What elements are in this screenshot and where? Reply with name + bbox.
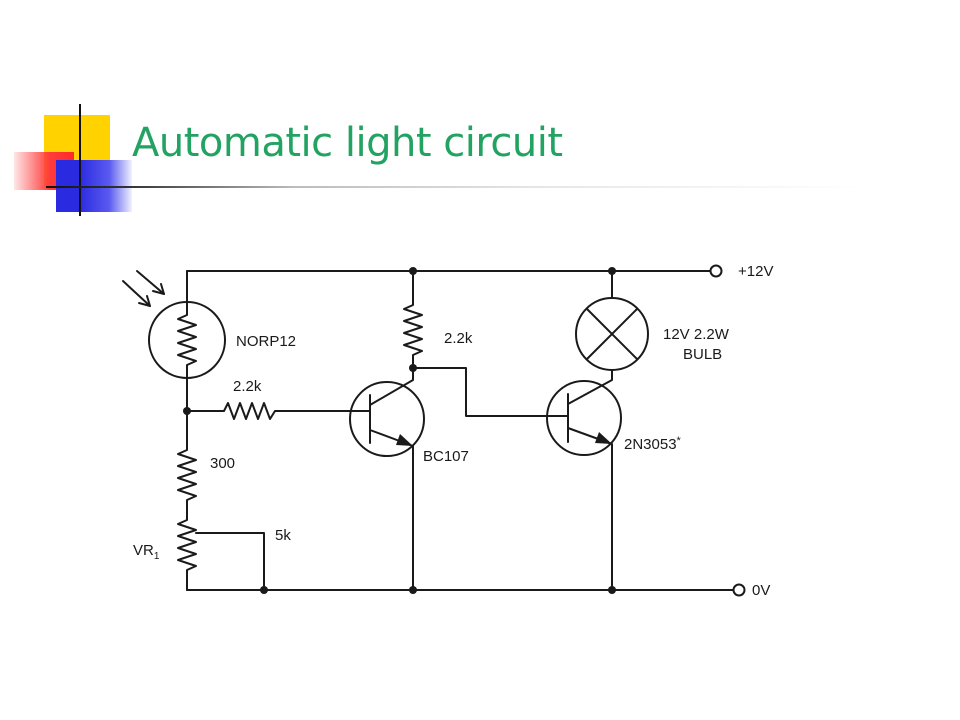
- junction-dot: [409, 267, 417, 275]
- label-potentiometer: VR1: [133, 542, 160, 562]
- potentiometer-wiper: [195, 532, 265, 591]
- bulb-body: [575, 297, 649, 371]
- base-resistor: [186, 402, 353, 420]
- label-ldr: NORP12: [236, 333, 296, 350]
- vr-prefix: VR: [133, 542, 154, 559]
- light-arrow-1: [122, 280, 151, 307]
- label-base-resistor: 2.2k: [233, 378, 262, 395]
- label-bulb: BULB: [683, 346, 722, 363]
- junction-dot: [183, 407, 191, 415]
- junction-dot: [608, 267, 616, 275]
- label-supply-positive: +12V: [738, 263, 773, 280]
- collector-resistor: [403, 270, 423, 369]
- junction-dot: [608, 586, 616, 594]
- resistor-300: [177, 444, 197, 516]
- terminal-positive: [709, 264, 723, 278]
- potentiometer-vr1: [177, 514, 197, 581]
- label-supply-ground: 0V: [752, 582, 770, 599]
- bulb-filament: [586, 308, 638, 360]
- light-arrow-2: [136, 270, 165, 295]
- ldr-resistor: [177, 301, 197, 379]
- label-potentiometer-value: 5k: [275, 527, 291, 544]
- t1-t2-link: [412, 367, 551, 417]
- t2-collector: [567, 369, 613, 405]
- label-transistor-t2: 2N3053*: [624, 435, 682, 453]
- transistor-t1-body: [349, 381, 425, 457]
- junction-dot: [260, 586, 268, 594]
- junction-dot: [409, 586, 417, 594]
- vr-subscript: 1: [154, 551, 160, 562]
- t1-emitter-arrow: [396, 434, 413, 446]
- slide-title: Automatic light circuit: [132, 120, 563, 166]
- label-collector-resistor: 2.2k: [444, 330, 473, 347]
- t2-emitter-arrow: [595, 432, 612, 444]
- light-arrow-2-head: [152, 283, 165, 295]
- t2-emitter: [567, 427, 613, 591]
- label-transistor-t1: BC107: [423, 448, 469, 465]
- terminal-ground: [732, 583, 746, 597]
- label-resistor-300: 300: [210, 455, 235, 472]
- decor-vertical-line: [79, 104, 81, 216]
- light-arrow-1-head: [138, 295, 151, 307]
- transistor-t2-body: [546, 380, 622, 456]
- title-underline: [46, 186, 866, 188]
- t2-name: 2N3053: [624, 436, 677, 453]
- t2-footnote-mark: *: [677, 435, 682, 447]
- junction-dot: [409, 364, 417, 372]
- label-bulb-rating: 12V 2.2W: [663, 326, 730, 343]
